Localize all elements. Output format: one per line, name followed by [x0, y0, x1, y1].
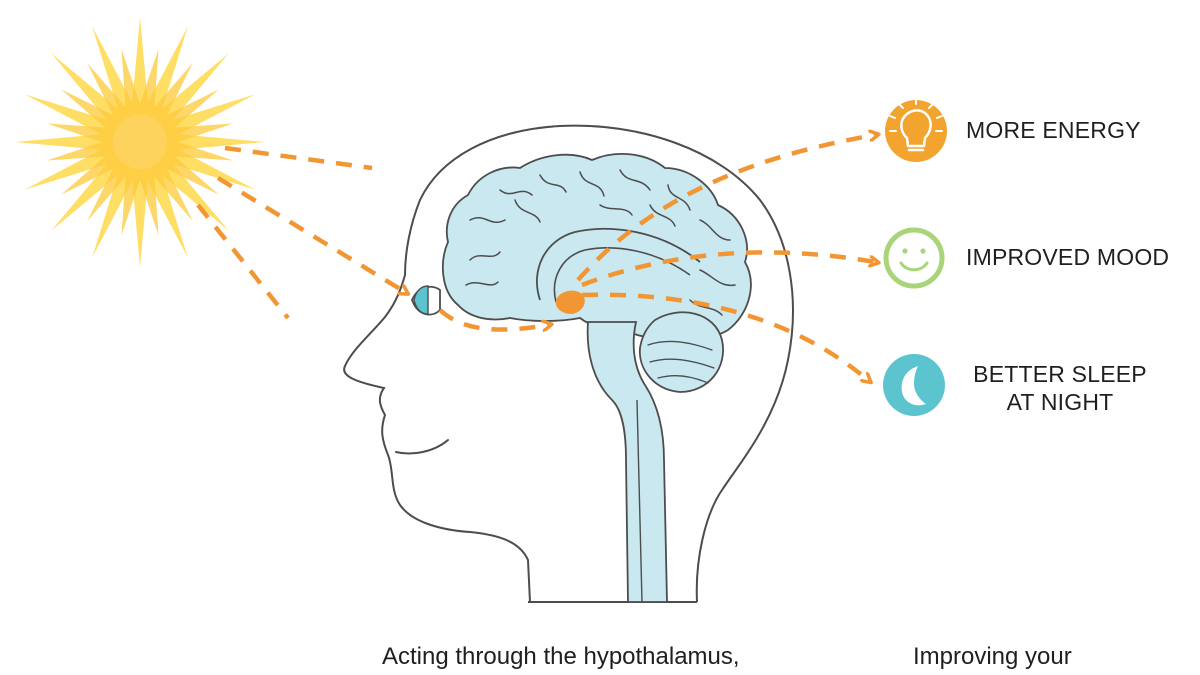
lightbulb-icon [885, 98, 947, 162]
mood-arrow [581, 250, 875, 288]
benefit-label-sleep: BETTER SLEEP AT NIGHT [962, 360, 1158, 416]
head-outline [343, 124, 794, 603]
caption-left: Acting through the hypothalamus, [382, 643, 740, 670]
smiley-icon [883, 227, 945, 289]
eye-to-hypothalamus-arrow [438, 308, 548, 330]
moon-icon [883, 354, 945, 416]
sun-icon [15, 17, 265, 267]
hypothalamus-marker [555, 290, 585, 314]
sun-ray-arrow-3 [196, 203, 290, 320]
caption-right: Improving your [913, 643, 1072, 670]
eye-icon [411, 285, 441, 316]
energy-arrow [576, 135, 875, 282]
benefit-label-sleep-line-1: BETTER SLEEP [973, 361, 1147, 387]
benefit-label-energy: MORE ENERGY [966, 117, 1141, 143]
sun-ray-arrow-2 [216, 176, 405, 292]
sun-ray-arrow-1 [224, 145, 373, 171]
mouth-line [395, 439, 449, 455]
light-arrows [196, 135, 875, 380]
sleep-arrow [581, 292, 868, 380]
benefit-label-sleep-line-2: AT NIGHT [1006, 389, 1114, 415]
benefit-label-mood: IMPROVED MOOD [966, 244, 1170, 270]
